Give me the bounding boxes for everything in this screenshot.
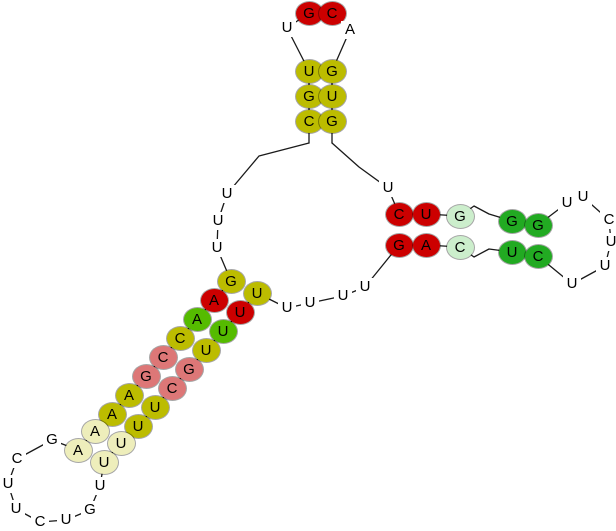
nucleotide-U: U	[208, 239, 226, 257]
nucleotide-C: C	[8, 450, 26, 468]
nucleotide-U: U	[90, 450, 118, 474]
nucleotide-G: G	[318, 109, 346, 133]
nucleotide-U: U	[57, 511, 75, 529]
backbone-left-loop	[7, 439, 105, 523]
nucleotide-U: U	[141, 395, 169, 419]
nucleotide-U: U	[124, 414, 152, 438]
nucleotide-U: U	[91, 477, 109, 495]
nucleotide-U: U	[107, 431, 135, 455]
nucleotide-G: G	[132, 364, 160, 388]
nucleotide-U: U	[356, 278, 374, 296]
nucleotide-G: G	[295, 1, 323, 25]
nucleotide-A: A	[341, 21, 359, 39]
nucleotide-U: U	[379, 179, 397, 197]
nucleotide-U: U	[558, 194, 576, 212]
nucleotide-G: G	[524, 213, 552, 237]
nucleotide-U: U	[278, 299, 296, 317]
nucleotide-A: A	[200, 288, 228, 312]
nucleotide-U: U	[226, 300, 254, 324]
nucleotide-C: C	[149, 345, 177, 369]
nucleotide-U: U	[243, 281, 271, 305]
nucleotide-C: C	[31, 513, 49, 531]
nucleotide-A: A	[183, 307, 211, 331]
nucleotide-U: U	[574, 188, 592, 206]
nucleotide-U: U	[301, 294, 319, 312]
nucleotide-G: G	[318, 59, 346, 83]
nucleotide-G: G	[81, 501, 99, 519]
nucleotide-G: G	[385, 233, 413, 257]
nucleotide-U: U	[334, 287, 352, 305]
nucleotide-C: C	[385, 202, 413, 226]
nucleotide-C: C	[446, 235, 474, 259]
nucleotide-G: G	[43, 431, 61, 449]
nucleotide-U: U	[209, 212, 227, 230]
nucleotide-U: U	[412, 202, 440, 226]
nucleotide-C: C	[158, 376, 186, 400]
nucleotide-U: U	[218, 185, 236, 203]
nucleotide-U: U	[498, 240, 526, 264]
nucleotide-A: A	[115, 383, 143, 407]
nucleotide-U: U	[209, 319, 237, 343]
nucleotide-A: A	[81, 419, 109, 443]
nucleotide-U: U	[295, 59, 323, 83]
nucleotide-U: U	[7, 500, 25, 518]
nucleotide-U: U	[278, 19, 296, 37]
nucleotide-A: A	[412, 233, 440, 257]
nucleotide-U: U	[596, 257, 614, 275]
nucleotide-G: G	[446, 204, 474, 228]
nucleotide-A: A	[64, 438, 92, 462]
nucleotide-G: G	[295, 84, 323, 108]
nucleotide-U: U	[0, 475, 17, 493]
nucleotide-C: C	[600, 211, 616, 229]
nucleotide-U: U	[563, 275, 581, 293]
nucleotide-G: G	[217, 269, 245, 293]
nucleotide-U: U	[192, 338, 220, 362]
nucleotide-C: C	[318, 1, 346, 25]
nucleotide-C: C	[524, 244, 552, 268]
nucleotide-C: C	[295, 109, 323, 133]
nucleotide-U: U	[602, 233, 616, 251]
nucleotide-U: U	[318, 84, 346, 108]
nucleotide-A: A	[98, 402, 126, 426]
nucleotide-G: G	[498, 209, 526, 233]
nucleotide-C: C	[166, 326, 194, 350]
nucleotide-G: G	[175, 357, 203, 381]
